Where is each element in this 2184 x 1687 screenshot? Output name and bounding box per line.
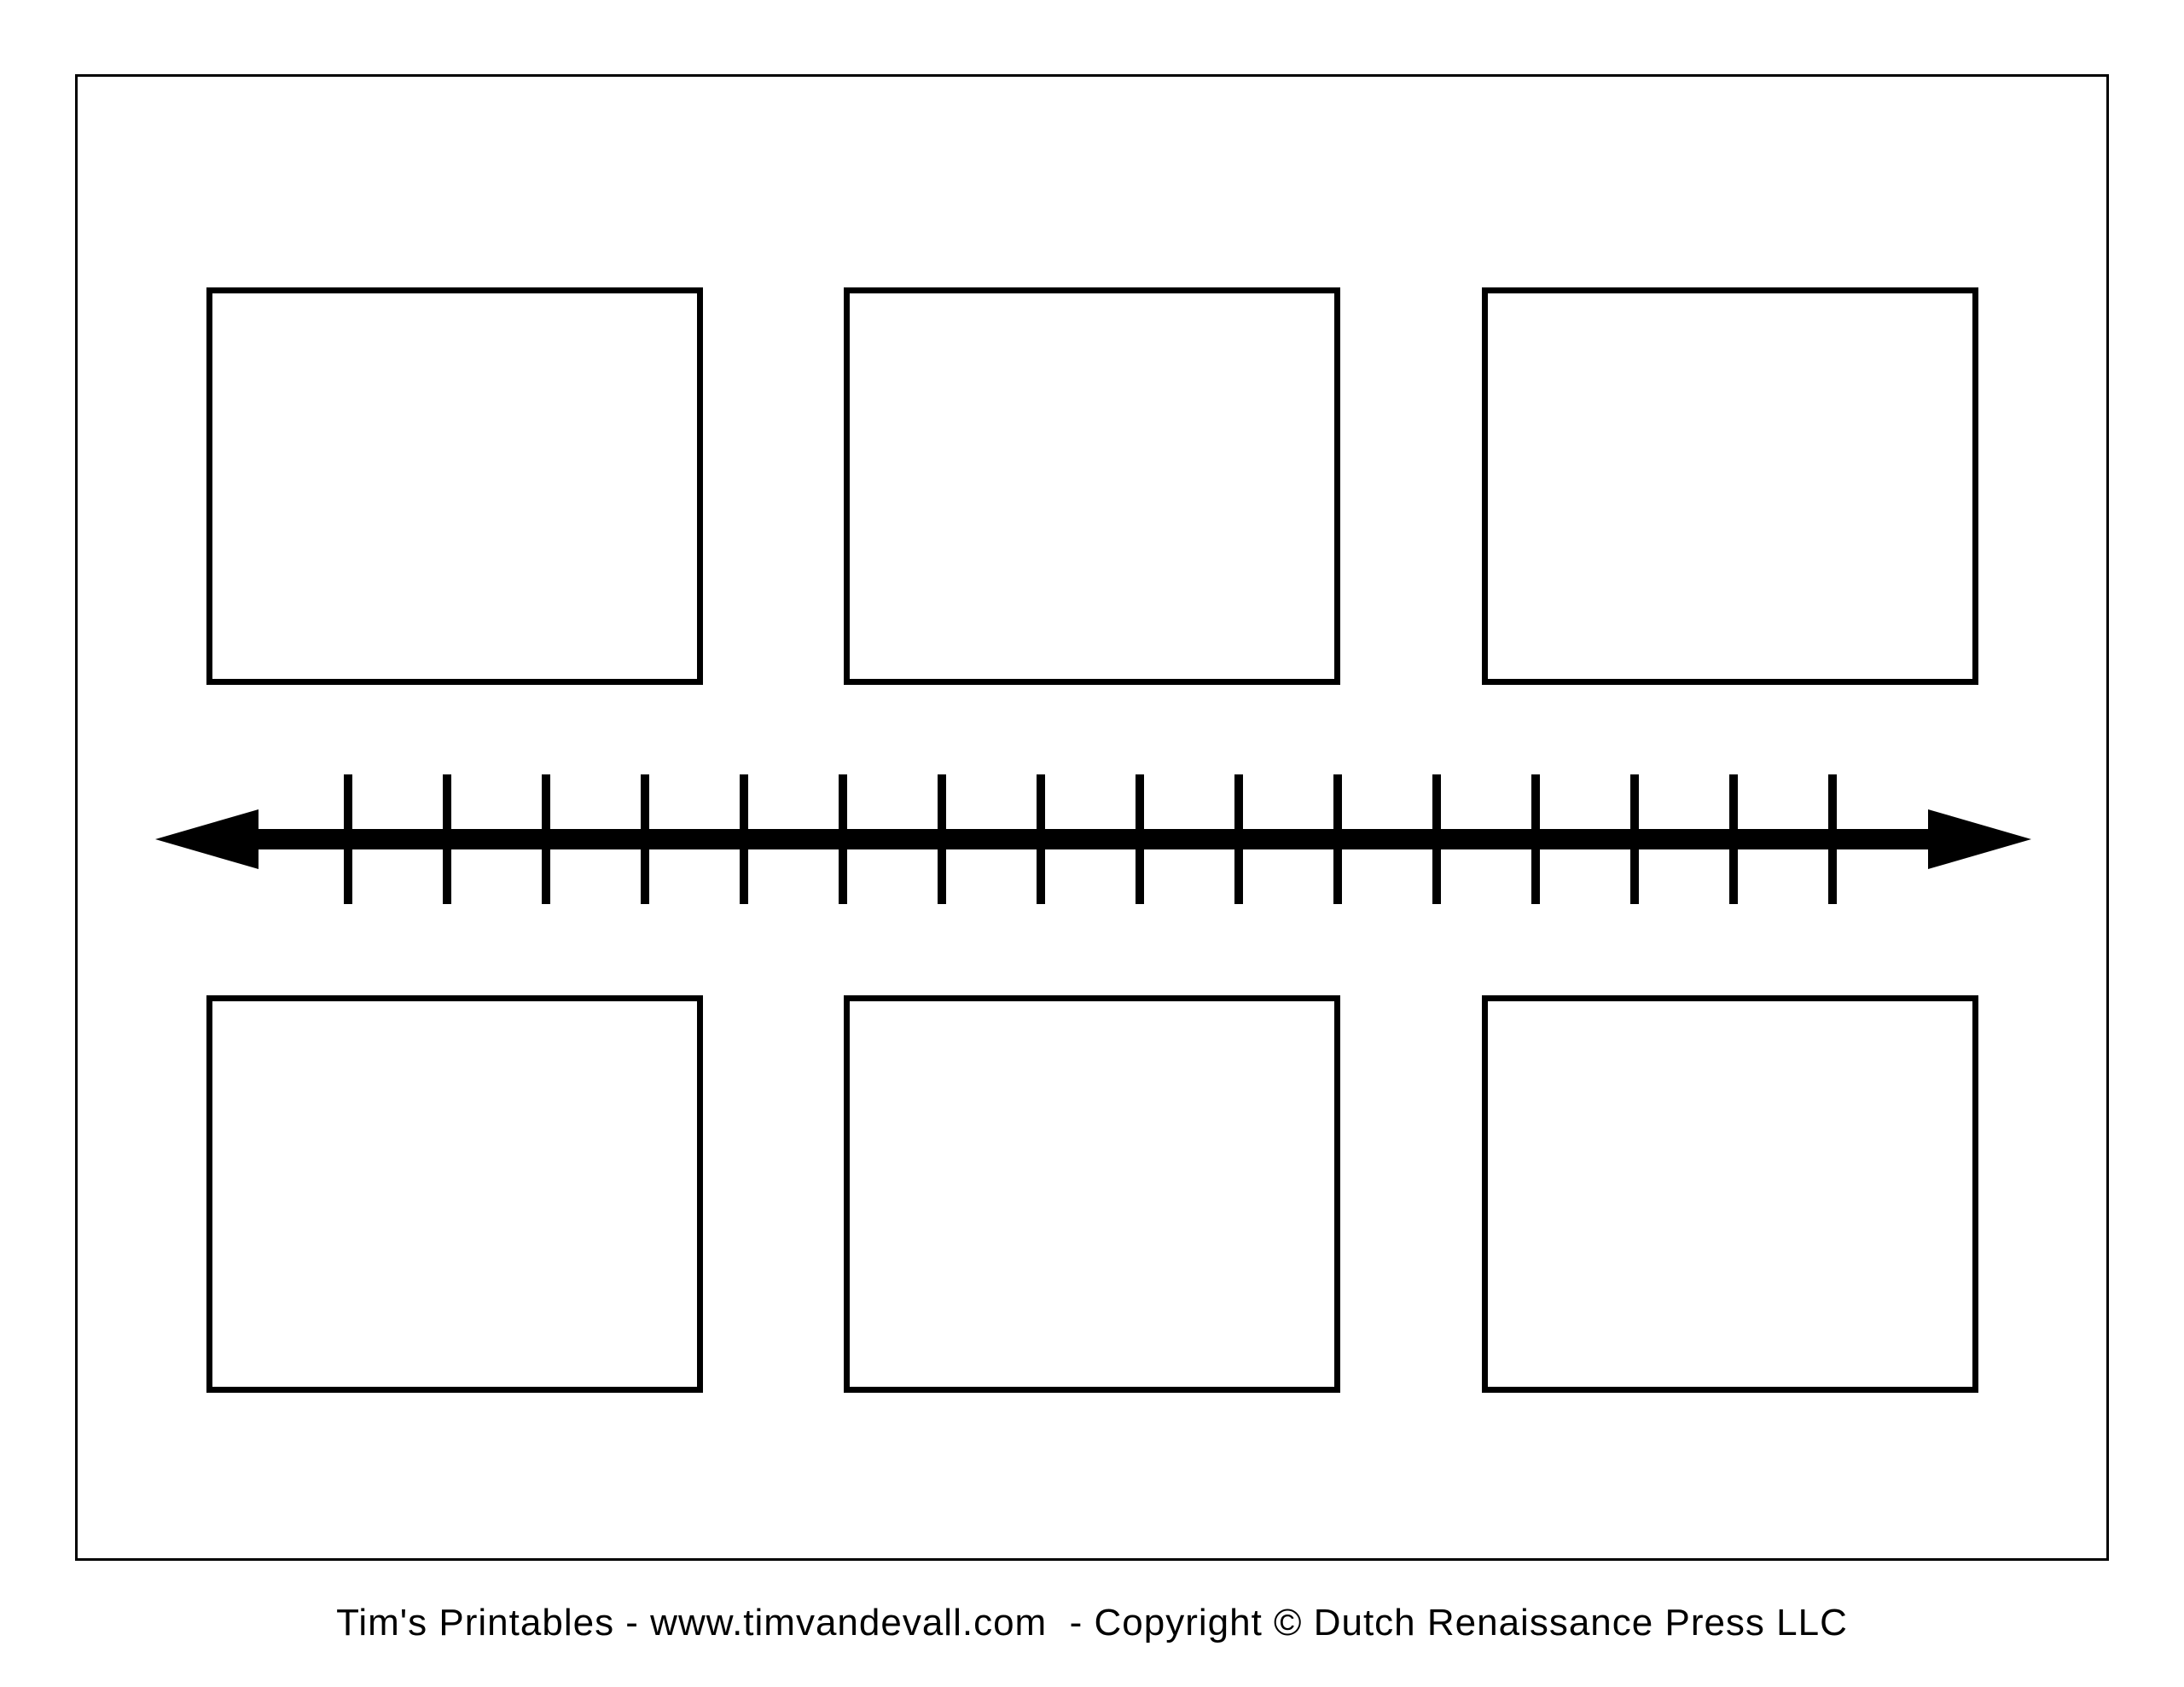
arrowhead-right-icon (1928, 809, 2031, 869)
tick-mark (1136, 774, 1144, 904)
event-box-top-3 (1482, 287, 1978, 685)
footer-credit: Tim's Printables - www.timvandevall.com … (336, 1602, 1848, 1644)
tick-mark (443, 774, 451, 904)
tick-mark (1630, 774, 1639, 904)
tick-mark (1432, 774, 1441, 904)
tick-mark (740, 774, 748, 904)
timeline-ticks (344, 774, 1837, 904)
event-box-top-1 (206, 287, 703, 685)
page-border (75, 74, 2109, 1561)
tick-mark (1234, 774, 1243, 904)
tick-mark (1037, 774, 1045, 904)
tick-mark (1531, 774, 1540, 904)
event-box-top-2 (844, 287, 1340, 685)
tick-mark (344, 774, 352, 904)
timeline-bar (258, 829, 1928, 849)
tick-mark (1333, 774, 1342, 904)
tick-mark (839, 774, 847, 904)
tick-mark (1828, 774, 1837, 904)
tick-mark (1729, 774, 1738, 904)
arrowhead-left-icon (155, 809, 258, 869)
tick-mark (542, 774, 550, 904)
tick-mark (938, 774, 946, 904)
event-box-bottom-2 (844, 995, 1340, 1393)
tick-mark (641, 774, 649, 904)
event-box-bottom-3 (1482, 995, 1978, 1393)
event-box-bottom-1 (206, 995, 703, 1393)
